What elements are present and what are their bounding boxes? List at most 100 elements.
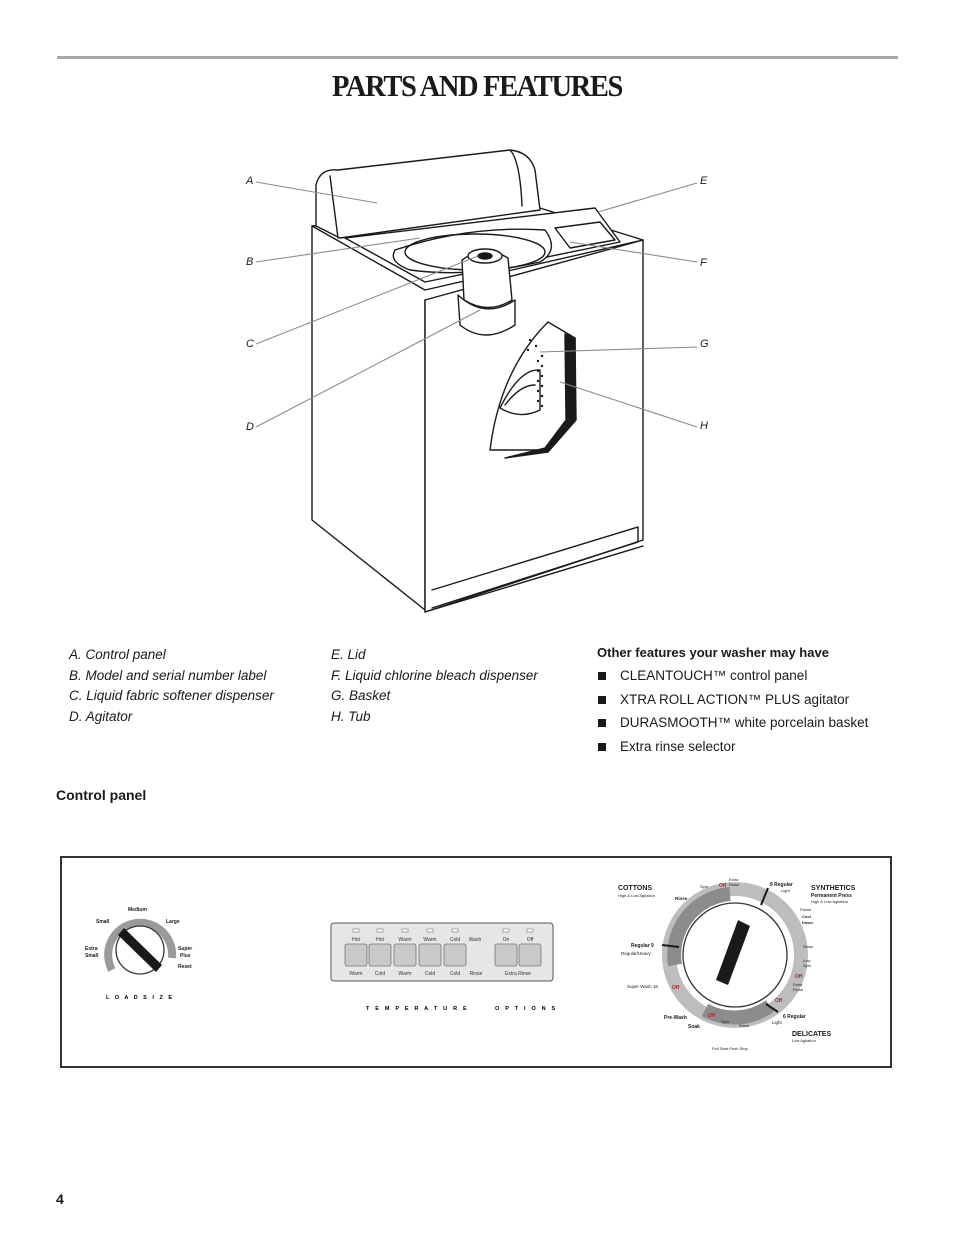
- load-size-plus: Plus: [180, 953, 191, 959]
- leader-e: [597, 182, 698, 213]
- cycle-delicates-sub: Low Agitation: [792, 1038, 816, 1043]
- top-rule: [57, 56, 898, 59]
- tub-wall: [504, 333, 577, 459]
- legend-item: G. Basket: [331, 688, 391, 703]
- cycle-synthetics: SYNTHETICS: [811, 885, 856, 892]
- feature-item: CLEANTOUCH™ control panel: [597, 664, 868, 688]
- leader-d: [255, 309, 481, 428]
- other-features: Other features your washer may have CLEA…: [597, 645, 868, 758]
- temp-top: Warm: [398, 937, 411, 943]
- page-number: 4: [56, 1191, 64, 1207]
- option-off: Off: [527, 937, 534, 943]
- load-size-extra: Extra: [85, 946, 98, 952]
- feature-item: DURASMOOTH™ white porcelain basket: [597, 711, 868, 735]
- cycle-light-bottom: Light: [772, 1020, 783, 1025]
- option-buttons[interactable]: On Off Extra Rinse: [494, 928, 542, 977]
- temp-top: Hot: [376, 937, 384, 943]
- cycle-off-top: Off: [719, 883, 727, 889]
- callout-b: B: [246, 256, 254, 268]
- load-size-small: Small: [96, 919, 110, 925]
- options-label: O P T I O N S: [495, 1006, 557, 1012]
- callout-c: C: [246, 338, 254, 350]
- temp-bottom: Cold: [425, 971, 436, 977]
- load-size-knob[interactable]: [104, 918, 177, 975]
- option-on: On: [503, 937, 510, 943]
- legend-item: F. Liquid chlorine bleach dispenser: [331, 667, 538, 683]
- features-heading: Other features your washer may have: [597, 645, 829, 660]
- temp-bottom: Warm: [349, 971, 362, 977]
- bleach-dispenser: [554, 221, 616, 249]
- callout-f: F: [700, 257, 707, 269]
- square-bullet-icon: [598, 742, 606, 751]
- square-bullet-icon: [598, 695, 606, 704]
- leader-h: [559, 381, 698, 428]
- temp-bottom: Warm: [398, 971, 411, 977]
- cycle-soak: Soak: [688, 1024, 700, 1030]
- cycle-pull-push: Pull Start Push Stop: [712, 1046, 749, 1051]
- cycle-9-regular: 9 Regular: [770, 882, 793, 888]
- temp-bottom: Cold: [450, 971, 461, 977]
- option-extra-rinse: Extra Rinse: [505, 971, 531, 977]
- cycle-dial[interactable]: [661, 882, 808, 1028]
- callout-d: D: [246, 421, 254, 433]
- legend-item: E. Lid: [331, 647, 366, 662]
- control-panel-illustration: Small Medium Large Extra Small Super Plu…: [60, 856, 892, 1068]
- cycle-rinse: Rinse: [729, 882, 740, 887]
- rinse-label: Rinse: [470, 971, 483, 977]
- callout-a: A: [246, 175, 254, 187]
- legend-right: E. Lid F. Liquid chlorine bleach dispens…: [331, 645, 538, 727]
- temp-top: Hot: [352, 937, 360, 943]
- cycle-rinse-left: Rinse: [675, 896, 688, 901]
- cycle-delicates: DELICATES: [792, 1031, 831, 1038]
- legend-item: H. Tub: [331, 708, 371, 724]
- feature-item: XTRA ROLL ACTION™ PLUS agitator: [597, 688, 868, 712]
- cycle-off-left: Off: [672, 985, 680, 991]
- leader-f: [569, 241, 698, 263]
- load-size-small-2: Small: [85, 953, 99, 959]
- leader-a: [255, 181, 378, 204]
- page-title: PARTS AND FEATURES: [331, 68, 623, 103]
- cycle-permanent-press: Permanent Press: [811, 893, 852, 899]
- cycle-spin-bottom: Spin: [721, 1019, 729, 1024]
- load-size-reset: Reset: [178, 964, 192, 970]
- cycle-synthetics-sub: High & Low Agitation: [811, 899, 848, 904]
- square-bullet-icon: [598, 672, 606, 680]
- temp-top: Cold: [450, 937, 461, 943]
- cycle-extra: Extra: [729, 877, 739, 882]
- legend-item: A. Control panel: [69, 647, 166, 662]
- cycle-extra-right: Extra: [793, 982, 803, 987]
- square-bullet-icon: [598, 719, 606, 727]
- temp-top: Warm: [423, 937, 436, 943]
- temp-bottom: Cold: [375, 971, 386, 977]
- cycle-cottons-sub: High & Low Agitation: [618, 893, 655, 898]
- cycle-off-right: Off: [795, 974, 803, 980]
- load-size-large: Large: [166, 919, 180, 925]
- cycle-regular-heavy: Regular/Heavy: [621, 951, 652, 956]
- load-size-medium: Medium: [128, 907, 147, 913]
- load-size-label: L O A D S I Z E: [106, 995, 174, 1001]
- cycle-spin: Spin: [700, 884, 708, 889]
- feature-item: Extra rinse selector: [597, 735, 868, 759]
- legend-item: B. Model and serial number label: [69, 667, 267, 683]
- cycle-cool: Cool: [802, 914, 811, 919]
- temperature-buttons[interactable]: Hot Hot Warm Warm Cold Wash Warm Cold Wa…: [344, 928, 483, 977]
- cycle-rinse-right: Rinse: [803, 944, 814, 949]
- cycle-dial-pointer: [716, 920, 750, 985]
- washer-diagram: [255, 149, 698, 613]
- leader-g: [539, 346, 698, 353]
- cycle-regular-9: Regular 9: [631, 943, 654, 949]
- cycle-off-delicates: Off: [775, 998, 783, 1004]
- legend-left: A. Control panel B. Model and serial num…: [69, 645, 274, 727]
- callout-e: E: [700, 175, 708, 187]
- cycle-rinse-right-2: Rinse: [793, 987, 804, 992]
- cycle-pause: Pause: [800, 907, 812, 912]
- wash-label: Wash: [469, 937, 482, 943]
- callout-h: H: [700, 420, 708, 432]
- cycle-off-bottom: Off: [708, 1013, 716, 1019]
- leader-b: [255, 237, 421, 263]
- legend-item: C. Liquid fabric softener dispenser: [69, 688, 274, 703]
- legend-item: D. Agitator: [69, 708, 133, 724]
- control-panel-heading: Control panel: [56, 787, 147, 803]
- temperature-label: T E M P E R A T U R E: [366, 1006, 469, 1012]
- base-panel: [431, 526, 639, 609]
